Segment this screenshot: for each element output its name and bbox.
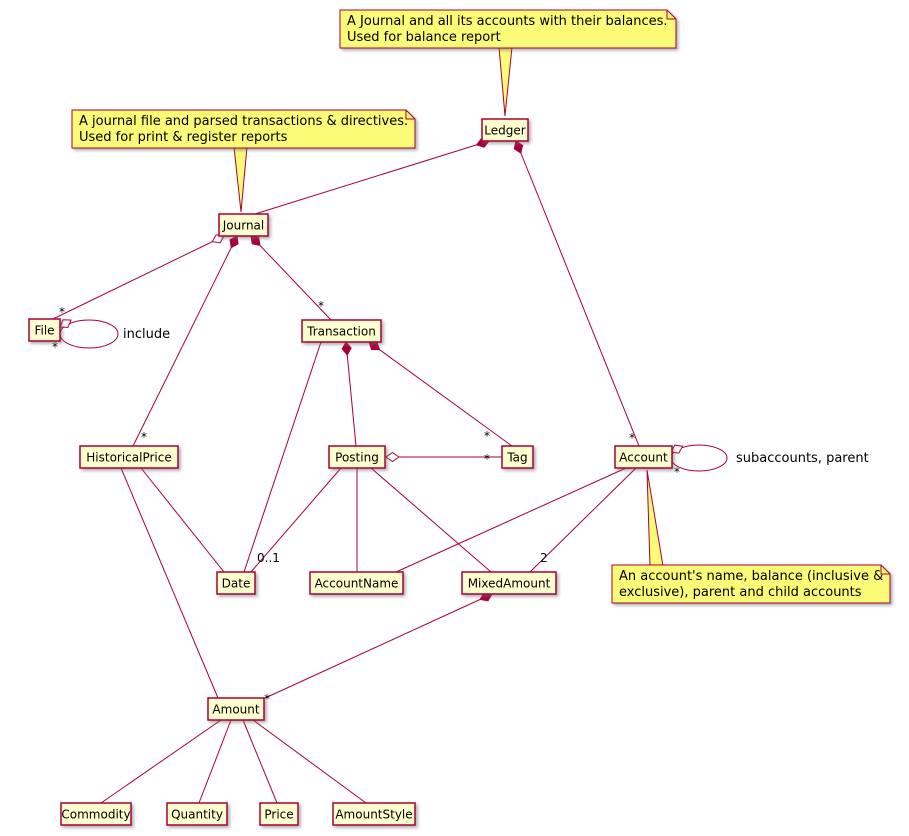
class-price-label: Price xyxy=(264,808,293,822)
diamond-transaction-tag xyxy=(368,341,381,351)
class-transaction-label: Transaction xyxy=(306,325,376,339)
label-mult-ledger-account: * xyxy=(629,431,635,445)
class-mixedamount-label: MixedAmount xyxy=(468,577,551,591)
class-amountstyle-label: AmountStyle xyxy=(335,808,412,822)
note-account xyxy=(611,564,891,604)
class-date xyxy=(216,571,256,595)
edge-amount-price xyxy=(242,719,278,804)
class-transaction xyxy=(301,319,382,343)
note-ledger-tail xyxy=(498,46,513,117)
class-journal xyxy=(218,213,269,237)
diamond-ledger-account xyxy=(513,140,524,154)
edge-account-accountname xyxy=(395,467,627,573)
class-tag-label: Tag xyxy=(506,451,527,465)
diamond-transaction-posting xyxy=(341,341,352,356)
class-account xyxy=(614,445,673,469)
class-journal-label: Journal xyxy=(222,219,265,233)
note-account-tail xyxy=(646,469,664,567)
edge-posting-mixedamount xyxy=(370,467,492,573)
edge-journal-historicalprice xyxy=(132,235,238,447)
class-mixedamount xyxy=(461,571,557,595)
class-accountname-label: AccountName xyxy=(315,577,399,591)
edge-transaction-posting xyxy=(345,341,357,447)
label-mult-transaction-tag: * xyxy=(484,429,490,443)
class-quantity xyxy=(166,802,228,826)
class-commodity-label: Commodity xyxy=(61,808,130,822)
label-mult-account-loop: * xyxy=(674,465,680,479)
class-price xyxy=(259,802,299,826)
note-ledger-line-1: A Journal and all its accounts with thei… xyxy=(347,14,668,29)
note-account-line-2: exclusive), parent and child accounts xyxy=(619,585,862,600)
label-mult-posting-tag: * xyxy=(484,452,490,466)
edge-amount-commodity xyxy=(100,719,222,804)
edge-transaction-date xyxy=(243,341,322,573)
class-historicalprice-label: HistoricalPrice xyxy=(86,451,171,465)
note-ledger xyxy=(339,9,677,49)
label-mult-journal-file: * xyxy=(59,305,65,319)
diamond-journal-transaction xyxy=(250,235,261,247)
note-journal-fold-icon xyxy=(405,110,415,120)
edge-journal-transaction xyxy=(250,235,332,321)
edge-transaction-tag xyxy=(368,341,513,447)
label-label-include: include xyxy=(123,327,170,342)
edge-amount-amountstyle xyxy=(252,719,367,804)
class-date-label: Date xyxy=(222,577,251,591)
class-file-label: File xyxy=(34,324,54,338)
label-mult-posting-date: 0..1 xyxy=(257,551,280,565)
diamond-account-subaccounts xyxy=(670,444,684,454)
label-mult-journal-transaction: * xyxy=(318,299,324,313)
class-file xyxy=(28,318,61,342)
diamond-posting-tag xyxy=(385,451,400,463)
note-journal-line-2: Used for print & register reports xyxy=(79,130,288,145)
edge-ledger-account xyxy=(515,140,640,447)
note-account-fold-icon xyxy=(880,565,890,575)
label-mult-file-loop: * xyxy=(52,340,58,354)
edge-amount-quantity xyxy=(198,719,232,804)
class-ledger-label: Ledger xyxy=(484,124,525,138)
label-mult-account-mixedamount: 2 xyxy=(540,551,548,565)
note-journal-line-1: A journal file and parsed transactions &… xyxy=(79,114,408,129)
class-commodity xyxy=(60,802,132,826)
class-amount xyxy=(207,697,265,721)
diamond-file-include xyxy=(59,319,72,328)
note-journal xyxy=(71,109,416,149)
label-mult-journal-histprice: * xyxy=(141,430,147,444)
class-accountname xyxy=(309,571,404,595)
class-historicalprice xyxy=(79,445,179,469)
edge-posting-date xyxy=(250,467,342,573)
class-posting xyxy=(328,445,386,469)
class-ledger xyxy=(481,118,529,142)
edge-historicalprice-amount xyxy=(120,467,219,699)
class-posting-label: Posting xyxy=(335,451,379,465)
note-journal-tail xyxy=(233,146,248,213)
class-amount-label: Amount xyxy=(212,703,259,717)
note-ledger-fold-icon xyxy=(666,10,676,20)
edge-account-mixedamount xyxy=(529,467,637,573)
diamond-journal-historicalprice xyxy=(229,235,239,249)
class-account-label: Account xyxy=(619,451,668,465)
edge-ledger-journal xyxy=(254,140,490,215)
label-mult-mixedamount-amount: * xyxy=(264,692,270,706)
edge-journal-file xyxy=(52,235,225,320)
class-quantity-label: Quantity xyxy=(171,808,223,822)
class-tag xyxy=(501,445,534,469)
edge-historicalprice-date xyxy=(140,467,225,573)
label-label-subaccounts-parent: subaccounts, parent xyxy=(736,451,869,466)
note-account-line-1: An account's name, balance (inclusive & xyxy=(619,569,883,584)
class-amountstyle xyxy=(332,802,416,826)
edge-mixedamount-amount xyxy=(262,593,493,700)
note-ledger-line-2: Used for balance report xyxy=(347,30,501,45)
